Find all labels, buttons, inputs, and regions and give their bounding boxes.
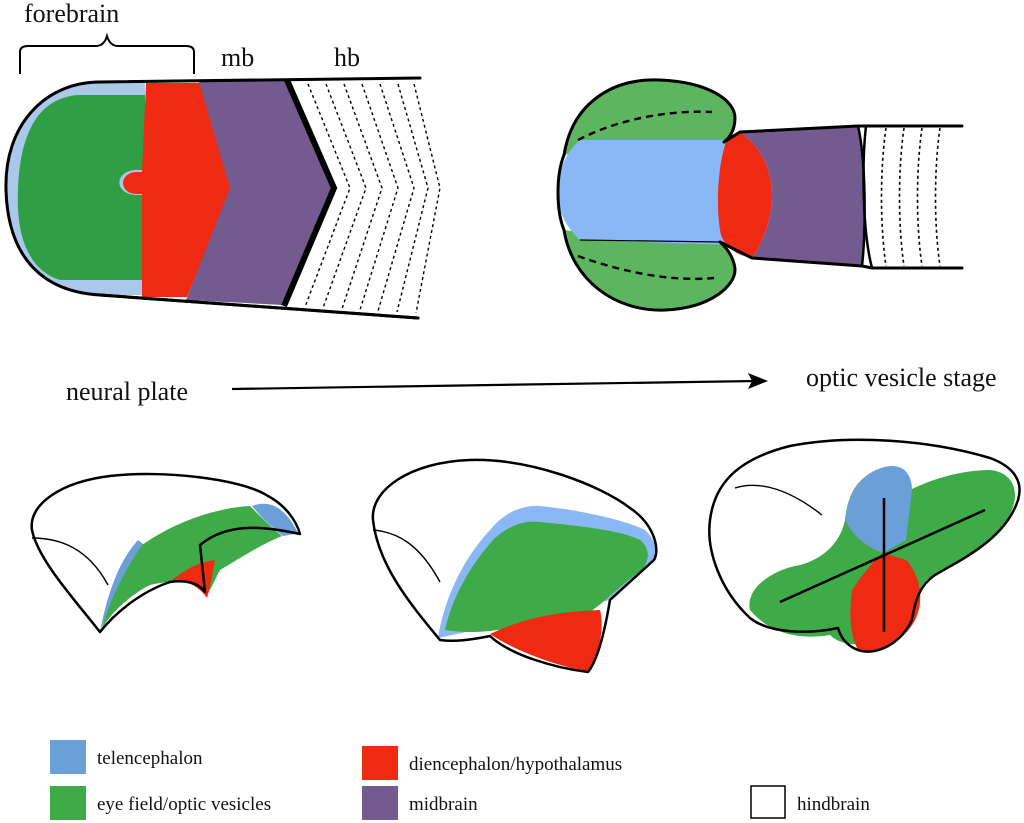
mb-label: mb bbox=[221, 43, 254, 72]
midbrain-left-edge bbox=[856, 124, 866, 268]
legend-label-midbrain: midbrain bbox=[409, 794, 478, 815]
eye-field-region bbox=[17, 95, 145, 280]
embryo3-vesicle-groove bbox=[779, 508, 986, 604]
neural-plate-bottom-edge bbox=[98, 293, 420, 320]
lower-optic-vesicle bbox=[564, 230, 735, 311]
legend-swatch-eye-field bbox=[50, 786, 86, 820]
neural-plate-outline bbox=[4, 76, 422, 320]
embryo1-telencephalon-right bbox=[252, 503, 298, 536]
optic-vesicle-schematic bbox=[556, 78, 964, 312]
embryo2-diencephalon bbox=[490, 610, 602, 672]
diencephalon-body bbox=[718, 132, 772, 258]
embryo-3d-mid-stage bbox=[371, 458, 658, 674]
telencephalon-body bbox=[558, 140, 732, 245]
embryo2-eye-field bbox=[445, 521, 648, 633]
mb-hb-boundary bbox=[281, 78, 338, 308]
embryo3-telencephalon bbox=[845, 465, 912, 553]
embryo-3d-optic-vesicle bbox=[708, 438, 1021, 653]
forebrain-label: forebrain bbox=[24, 0, 119, 28]
embryo3-body bbox=[709, 439, 1015, 618]
timeline-arrow-line bbox=[231, 379, 757, 391]
embryo2-fold-line bbox=[372, 529, 441, 583]
embryo-3d-neural-plate bbox=[30, 472, 302, 634]
embryo3-diencephalon bbox=[850, 553, 921, 651]
optic-vesicle-stage-label: optic vesicle stage bbox=[806, 363, 997, 392]
forebrain-bracket bbox=[19, 32, 195, 74]
embryo2-outline bbox=[371, 458, 658, 674]
embryo1-fold-line bbox=[31, 537, 109, 586]
legend-label-hindbrain: hindbrain bbox=[797, 794, 870, 815]
upper-vesicle-dash bbox=[577, 110, 713, 142]
hindbrain-stripes bbox=[304, 83, 441, 314]
legend-swatch-midbrain bbox=[362, 786, 398, 820]
hindbrain-rhombomere-lines bbox=[880, 127, 941, 267]
embryo3-outline bbox=[708, 438, 1021, 653]
legend: telencephalon eye field/optic vesicles d… bbox=[50, 740, 870, 820]
midbrain-body bbox=[740, 126, 865, 266]
legend-swatch-diencephalon bbox=[362, 746, 398, 780]
neural-plate-label: neural plate bbox=[66, 377, 188, 406]
optic-stage-outline-forebrain bbox=[562, 78, 964, 157]
embryo1-outline bbox=[30, 472, 302, 634]
embryo2-body bbox=[372, 459, 562, 640]
telencephalon-lower-edge bbox=[579, 239, 721, 243]
legend-label-diencephalon: diencephalon/hypothalamus bbox=[409, 754, 622, 775]
legend-label-telencephalon: telencephalon bbox=[97, 748, 203, 769]
timeline-arrowhead bbox=[748, 373, 768, 389]
legend-swatch-hindbrain bbox=[750, 785, 786, 819]
neural-plate-schematic: forebrain mb hb bbox=[4, 0, 441, 320]
embryo3-inner-line bbox=[734, 484, 823, 516]
legend-swatch-telencephalon bbox=[50, 740, 86, 774]
optic-stage-outline-lower bbox=[556, 153, 964, 312]
diencephalon-region bbox=[123, 83, 232, 297]
lower-vesicle-dash bbox=[577, 254, 715, 281]
timeline-arrow-group: neural plate optic vesicle stage bbox=[66, 363, 997, 406]
hb-label: hb bbox=[334, 43, 360, 72]
legend-label-eye-field: eye field/optic vesicles bbox=[97, 794, 271, 815]
midbrain-region bbox=[186, 80, 332, 305]
hindbrain-body bbox=[863, 126, 962, 268]
